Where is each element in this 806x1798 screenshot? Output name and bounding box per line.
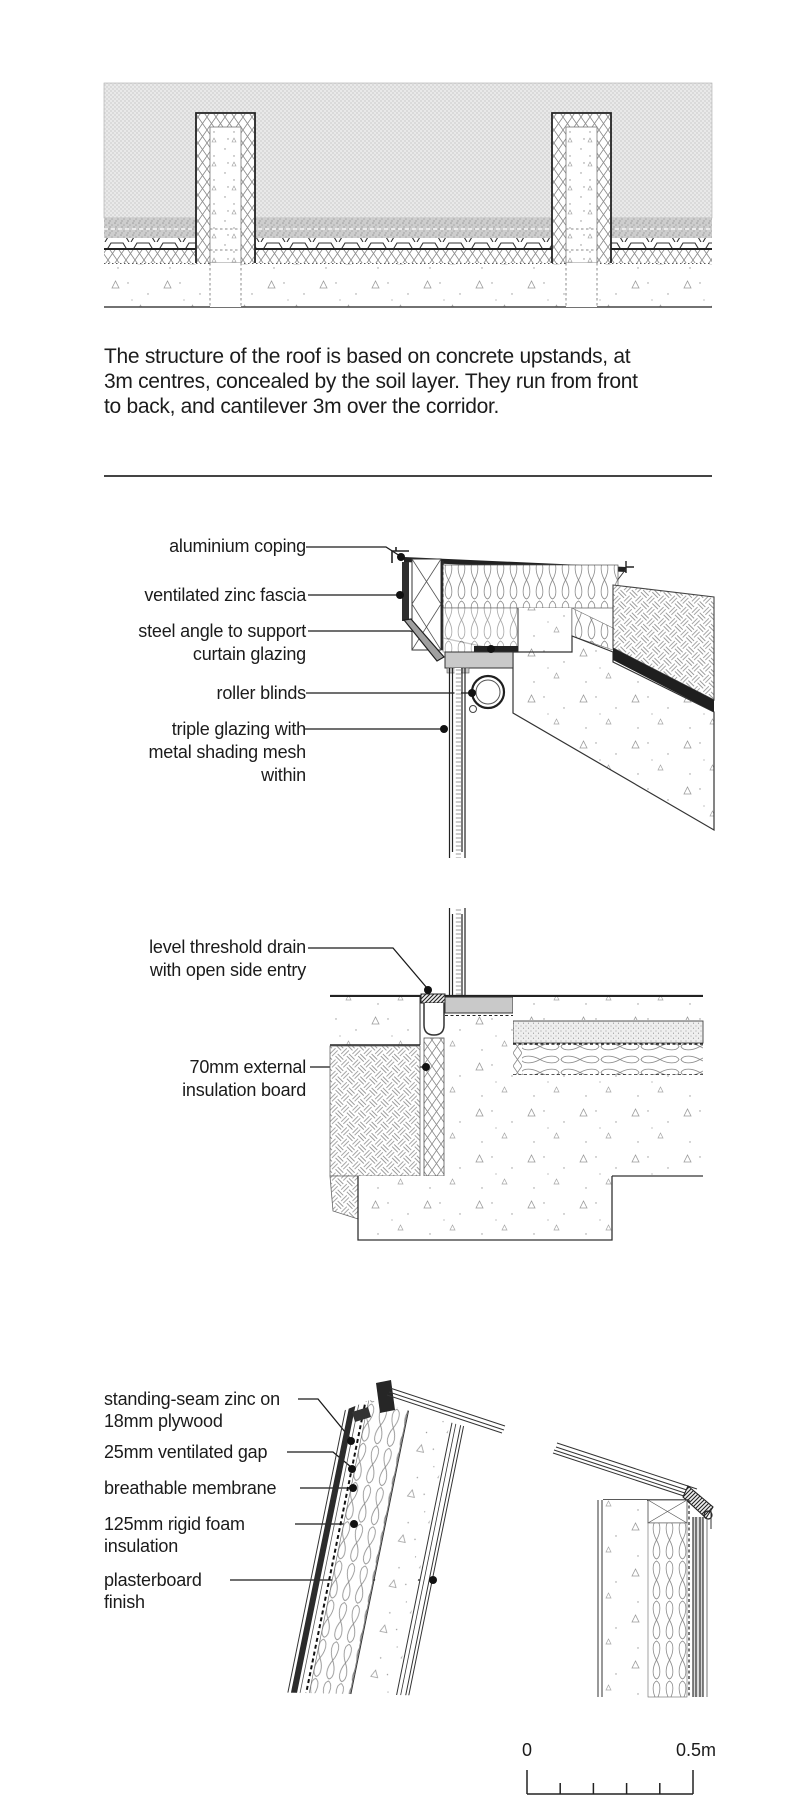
label-roller-blinds: roller blinds <box>216 682 307 705</box>
label-ventilated-zinc-fascia: ventilated zinc fascia <box>144 584 306 607</box>
label-plasterboard-finish: plasterboard finish <box>104 1569 202 1613</box>
label-line: steel angle to support <box>138 621 306 641</box>
label-line: plasterboard <box>104 1570 202 1590</box>
scale-bar-end-label: 0.5m <box>675 1740 716 1760</box>
label-triple-glazing: triple glazing with metal shading mesh w… <box>149 718 307 787</box>
label-line: insulation <box>104 1536 179 1556</box>
label-line: aluminium coping <box>169 536 306 556</box>
intro-paragraph-line: to back, and cantilever 3m over the corr… <box>104 395 500 418</box>
label-steel-angle: steel angle to support curtain glazing <box>138 620 306 666</box>
label-line: ventilated zinc fascia <box>144 585 306 605</box>
label-line: within <box>261 765 306 785</box>
label-line: level threshold drain <box>149 937 306 957</box>
parapet-detail-drawing <box>305 546 715 858</box>
label-line: with open side entry <box>149 960 306 980</box>
intro-paragraph-line: 3m centres, concealed by the soil layer.… <box>104 370 638 393</box>
label-line: 18mm plywood <box>104 1411 223 1431</box>
intro-paragraph-line: The structure of the roof is based on co… <box>104 345 631 368</box>
label-line: finish <box>104 1592 145 1612</box>
roof-structure-section-drawing <box>103 82 713 308</box>
label-line: insulation board <box>182 1080 306 1100</box>
label-level-threshold-drain: level threshold drain with open side ent… <box>149 936 306 982</box>
intro-paragraph: The structure of the roof is based on co… <box>104 344 638 419</box>
label-125mm-rigid-foam: 125mm rigid foam insulation <box>104 1513 245 1557</box>
eaves-detail-drawing <box>230 1380 714 1698</box>
scale-bar-start-label: 0 <box>521 1740 532 1760</box>
label-line: breathable membrane <box>104 1478 277 1498</box>
label-line: 70mm external <box>189 1057 307 1077</box>
label-line: 125mm rigid foam <box>104 1514 245 1534</box>
scale-ruler <box>526 1770 694 1795</box>
label-line: standing-seam zinc on <box>104 1389 280 1409</box>
label-25mm-ventilated-gap: 25mm ventilated gap <box>104 1441 268 1463</box>
label-70mm-insulation: 70mm external insulation board <box>182 1056 306 1102</box>
label-line: 25mm ventilated gap <box>104 1442 268 1462</box>
label-line: metal shading mesh <box>148 742 307 762</box>
label-line: triple glazing with <box>171 719 306 739</box>
label-line: curtain glazing <box>192 644 306 664</box>
threshold-detail-drawing <box>308 908 704 1241</box>
label-line: roller blinds <box>216 683 307 703</box>
label-standing-seam-zinc: standing-seam zinc on 18mm plywood <box>104 1388 280 1432</box>
label-breathable-membrane: breathable membrane <box>104 1477 277 1499</box>
label-aluminium-coping: aluminium coping <box>169 535 306 558</box>
